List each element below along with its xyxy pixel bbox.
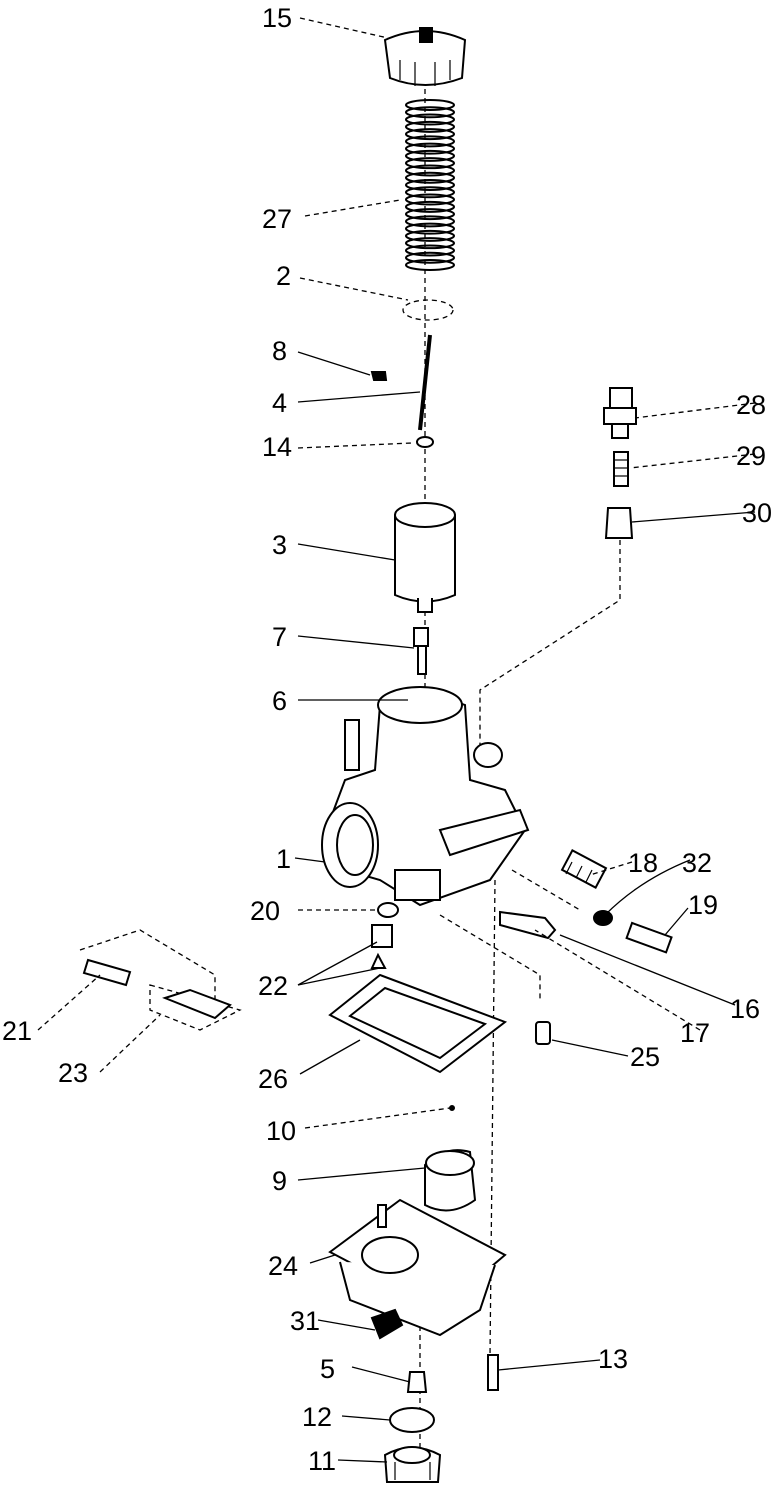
part-23-gasket (149, 984, 242, 1031)
label-32: 32 (682, 848, 712, 878)
spring-coil (405, 237, 455, 250)
label-12: 12 (302, 1402, 332, 1432)
part-12-oring (389, 1407, 435, 1433)
spring-coil (405, 229, 455, 242)
choke-dash-line (479, 540, 621, 750)
label-29: 29 (736, 441, 766, 471)
dash-16 (511, 869, 581, 911)
spring-coil (405, 193, 455, 206)
spring-coil (405, 208, 455, 221)
spring-coil (405, 215, 455, 228)
part-20-washer (377, 902, 399, 918)
label-25: 25 (630, 1042, 660, 1072)
spring-coil (405, 113, 455, 126)
part-26-gasket (328, 973, 508, 1074)
part-21-plate (79, 929, 216, 1005)
label-8: 8 (272, 336, 287, 366)
part-22-jets (370, 924, 393, 969)
spring-coil (405, 149, 455, 162)
part-27-spring (405, 99, 455, 271)
part-15-cap (383, 27, 467, 86)
part-32-cable (593, 859, 691, 926)
part-25-plug (535, 1021, 551, 1045)
label-18: 18 (628, 848, 658, 878)
part-10-ball (449, 1105, 455, 1111)
label-30: 30 (742, 498, 772, 528)
label-22: 22 (258, 971, 288, 1001)
part-1-body (321, 686, 530, 907)
spring-coil (405, 128, 455, 141)
label-6: 6 (272, 686, 287, 716)
dash-17 (439, 914, 541, 1000)
label-14: 14 (262, 432, 292, 462)
label-13: 13 (598, 1344, 628, 1374)
label-11: 11 (308, 1446, 336, 1476)
label-21: 21 (2, 1016, 32, 1046)
part-9-float (424, 1149, 477, 1212)
part-30-plunger (604, 507, 634, 539)
label-4: 4 (272, 388, 287, 418)
part-13-screw (487, 1354, 499, 1391)
spring-coil (405, 186, 455, 199)
part-4-needle (418, 334, 432, 431)
label-24: 24 (268, 1251, 298, 1281)
label-1: 1 (276, 844, 291, 874)
part-7-jet (413, 627, 429, 675)
label-17: 17 (680, 1018, 710, 1048)
spring-coil (405, 251, 455, 264)
label-19: 19 (688, 890, 718, 920)
label-31: 31 (290, 1306, 320, 1336)
part-8-clip (370, 371, 388, 381)
spring-coil (405, 106, 455, 119)
part-24-bowl (328, 1198, 507, 1337)
part-14-washer (416, 436, 434, 448)
spring-coil (405, 135, 455, 148)
label-5: 5 (320, 1354, 335, 1384)
part-29-spring (613, 451, 629, 487)
spring-coil (405, 244, 455, 257)
spring-coil (405, 222, 455, 235)
callout-labels: 15 27 2 8 4 14 3 7 6 28 29 30 1 18 32 19… (2, 3, 772, 1476)
label-23: 23 (58, 1058, 88, 1088)
part-3-slide (394, 502, 456, 613)
label-2: 2 (276, 261, 291, 291)
label-16: 16 (730, 994, 760, 1024)
part-28-fitting (603, 387, 637, 439)
label-26: 26 (258, 1064, 288, 1094)
label-15: 15 (262, 3, 292, 33)
part-19-screw (625, 921, 673, 954)
part-11-plug (383, 1446, 442, 1483)
spring-coil (405, 200, 455, 213)
label-28: 28 (736, 390, 766, 420)
label-7: 7 (272, 622, 287, 652)
part-31-drain (370, 1308, 404, 1340)
label-10: 10 (266, 1116, 296, 1146)
leader-lines (37, 17, 756, 1463)
spring-coil (405, 179, 455, 191)
label-27: 27 (262, 204, 292, 234)
spring-coil (405, 164, 455, 177)
spring-coil (405, 171, 455, 184)
label-9: 9 (272, 1166, 287, 1196)
part-18-spring (560, 849, 608, 889)
part-5-jet (406, 1371, 428, 1393)
part-2-seat (402, 299, 454, 321)
spring-coil (405, 142, 455, 155)
label-20: 20 (250, 896, 280, 926)
spring-coil (405, 99, 455, 111)
spring-coil (405, 259, 455, 271)
spring-coil (405, 120, 455, 133)
part-16-screw (499, 910, 557, 940)
spring-coil (405, 157, 455, 170)
right-axis (489, 879, 496, 1356)
label-3: 3 (272, 530, 287, 560)
